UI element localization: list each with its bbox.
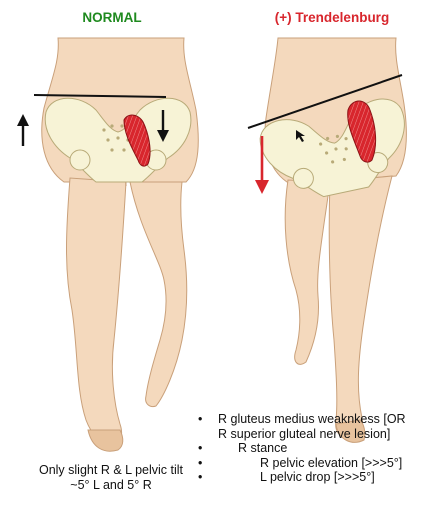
note-item-weakness-line-2: R superior gluteal nerve lesion] <box>218 426 391 441</box>
normal-pelvis <box>44 97 192 183</box>
note-item-weakness-line-1: R gluteus medius weaknkess [OR <box>218 412 406 426</box>
arrow-up-icon <box>17 114 29 146</box>
trend-right-leg <box>328 175 393 439</box>
note-item-weakness: R gluteus medius weaknkess [OR R superio… <box>198 412 442 441</box>
trendelenburg-title: (+) Trendelenburg <box>274 10 390 25</box>
note-item-stance: R stance <box>198 441 442 456</box>
normal-caption-line-1: Only slight R & L pelvic tilt <box>38 463 184 477</box>
arrow-down-red-icon <box>255 136 269 194</box>
normal-title: NORMAL <box>82 10 142 25</box>
normal-pelvic-level-line <box>33 94 167 98</box>
note-item-drop: L pelvic drop [>>>5°] <box>198 470 442 485</box>
trend-pelvic-tilt-line <box>247 74 403 129</box>
trend-left-leg <box>284 179 331 365</box>
normal-caption-line-2: ~5° L and 5° R <box>70 478 152 492</box>
normal-caption: Only slight R & L pelvic tilt ~5° L and … <box>0 463 222 493</box>
normal-figure <box>17 37 199 452</box>
cursor-icon <box>296 130 305 142</box>
trendelenburg-notes: R gluteus medius weaknkess [OR R superio… <box>198 412 442 485</box>
normal-gluteus-medius <box>123 114 151 167</box>
normal-left-foot <box>87 429 124 452</box>
note-item-elevation: R pelvic elevation [>>>5°] <box>198 456 442 471</box>
arrow-down-icon <box>157 110 169 142</box>
normal-left-leg <box>66 177 127 445</box>
trendelenburg-figure <box>247 37 407 443</box>
trend-gluteus-medius <box>347 100 377 163</box>
normal-right-leg <box>129 181 188 407</box>
